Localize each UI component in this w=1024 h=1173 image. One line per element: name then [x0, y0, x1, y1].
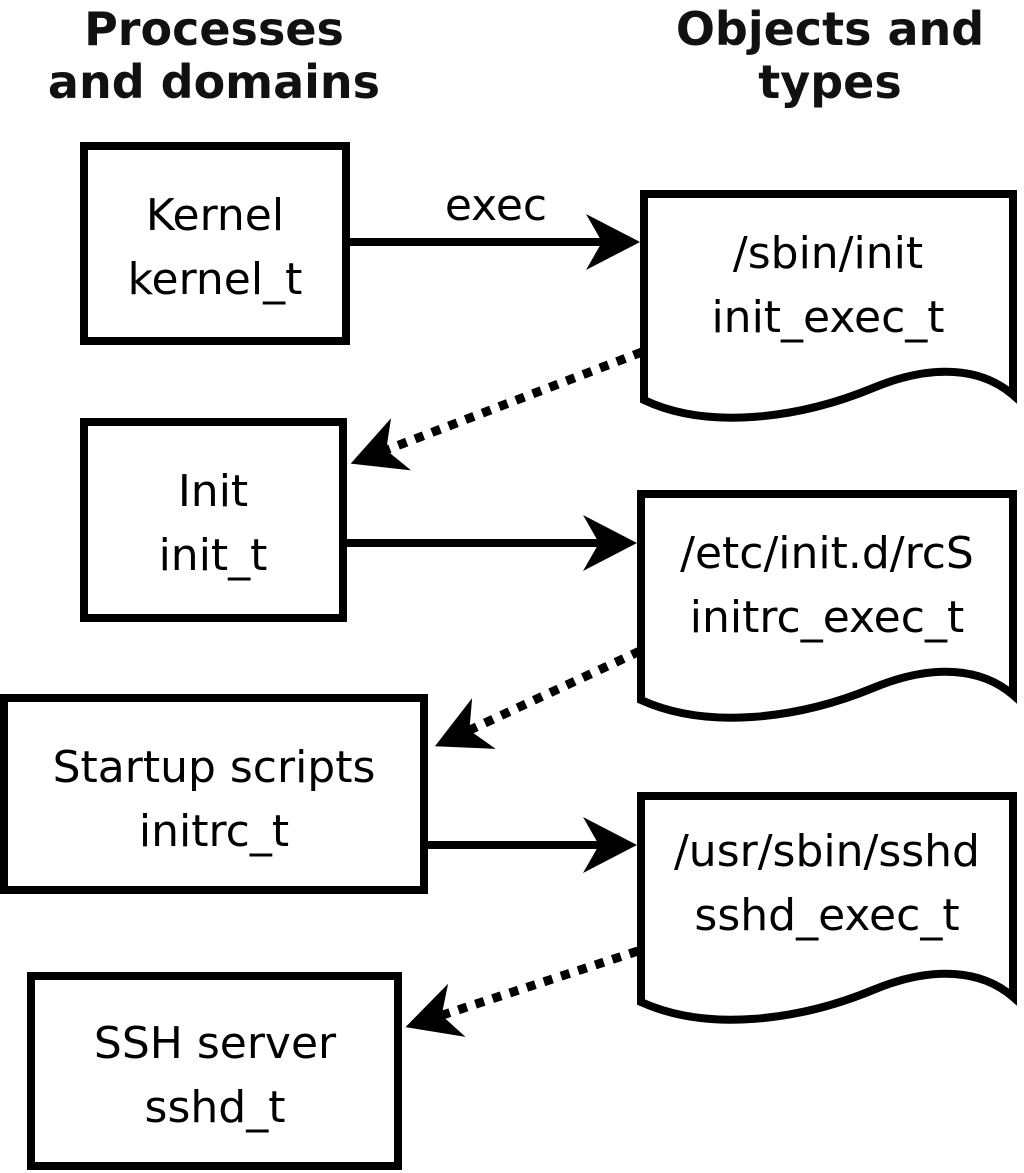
- startup-scripts-type-label: initrc_t: [139, 806, 289, 857]
- kernel-type-label: kernel_t: [128, 254, 303, 305]
- rcs-type-label: initrc_exec_t: [690, 592, 964, 643]
- exec-edge-label: exec: [445, 180, 547, 231]
- transition-arrow-sbin-init-to-init: [350, 347, 644, 471]
- ssh-server-name-label: SSH server: [94, 1018, 337, 1069]
- left-column-title-line1: Processes: [84, 2, 344, 56]
- right-column-title-line1: Objects and: [676, 2, 984, 56]
- process-box-kernel: [80, 142, 350, 345]
- process-box-startup-scripts: [0, 694, 428, 894]
- init-name-label: Init: [178, 466, 248, 517]
- rcs-path-label: /etc/init.d/rcS: [680, 528, 974, 579]
- document-shape-sbin-init: [640, 190, 1017, 422]
- sshd-type-label: sshd_exec_t: [694, 890, 959, 941]
- startup-scripts-name-label: Startup scripts: [53, 742, 376, 793]
- document-shape-usr-sbin-sshd: [637, 792, 1017, 1024]
- sshd-path-label: /usr/sbin/sshd: [674, 826, 980, 877]
- process-box-init: [80, 418, 347, 622]
- right-column-title-line2: types: [758, 55, 901, 109]
- process-box-ssh-server: [27, 972, 402, 1170]
- ssh-server-type-label: sshd_t: [145, 1082, 286, 1133]
- init-type-label: init_t: [159, 530, 268, 581]
- sbin-init-type-label: init_exec_t: [711, 292, 944, 343]
- transition-arrow-sshd-to-ssh-server: [405, 946, 640, 1037]
- sbin-init-path-label: /sbin/init: [733, 228, 923, 279]
- transition-arrow-rcs-to-startup: [434, 646, 642, 749]
- document-shape-etc-initd-rcs: [637, 490, 1017, 722]
- left-column-title-line2: and domains: [48, 55, 380, 109]
- kernel-name-label: Kernel: [146, 190, 284, 241]
